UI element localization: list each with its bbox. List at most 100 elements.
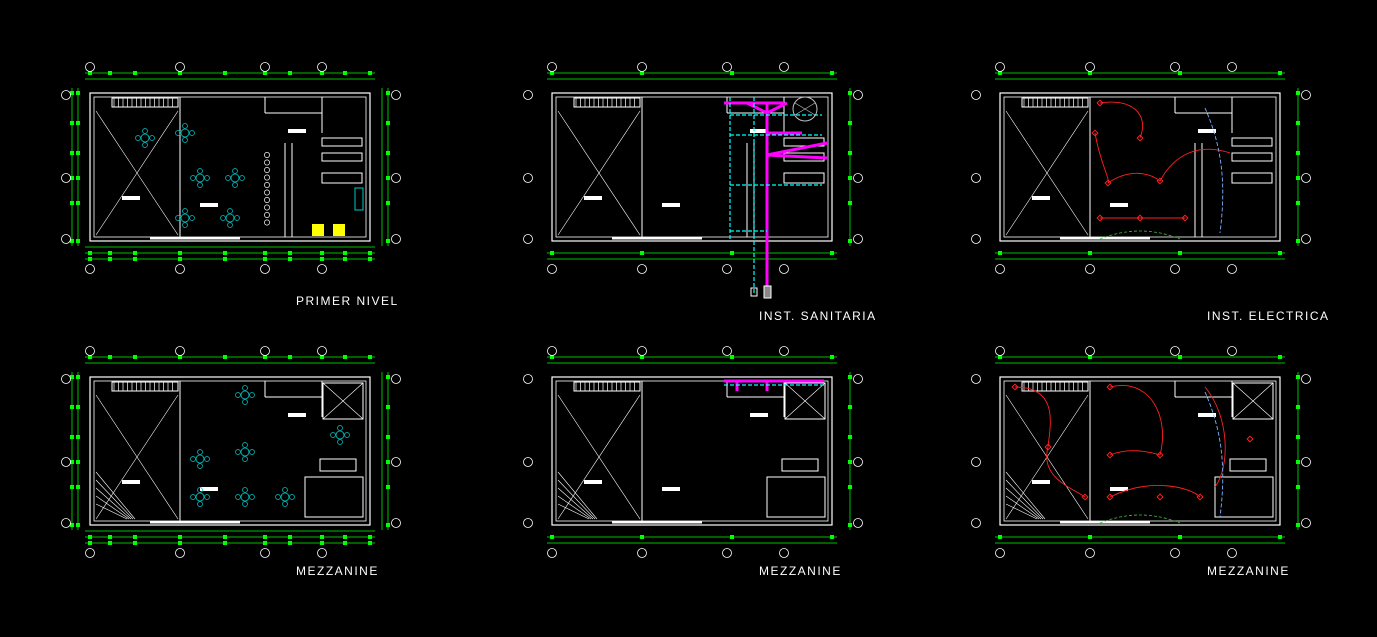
grid-bubble xyxy=(61,173,71,183)
grid-bubble xyxy=(971,234,981,244)
room-tag xyxy=(200,487,218,491)
furniture-tables xyxy=(190,385,350,507)
dimension-lines xyxy=(70,355,390,545)
room-tag xyxy=(584,480,602,484)
grid-bubble xyxy=(523,173,533,183)
grid-bubble xyxy=(260,346,270,356)
room-tag xyxy=(1110,487,1128,491)
chair xyxy=(182,123,188,129)
grid-bubble xyxy=(995,548,1005,558)
chair xyxy=(227,208,233,214)
bar-stool xyxy=(264,197,270,203)
grid-bubble xyxy=(853,457,863,467)
circuit xyxy=(1159,148,1231,182)
furniture-tables xyxy=(135,123,364,236)
grid-bubble xyxy=(391,518,401,528)
grid-bubble xyxy=(61,457,71,467)
room-tag xyxy=(288,129,306,133)
chair xyxy=(197,182,203,188)
grid-bubble xyxy=(1227,346,1237,356)
chair xyxy=(175,215,181,221)
light-point xyxy=(1246,435,1254,443)
table xyxy=(195,454,205,464)
grid-bubble xyxy=(637,346,647,356)
floor-plan-mezzanine-san xyxy=(523,346,863,558)
chair xyxy=(242,399,248,405)
chair xyxy=(189,215,195,221)
walls xyxy=(551,92,833,242)
walls xyxy=(89,376,371,526)
circuit xyxy=(1204,386,1226,488)
grid-bubble xyxy=(995,264,1005,274)
grid-bubble xyxy=(779,346,789,356)
table xyxy=(280,492,290,502)
grid-bubble xyxy=(971,90,981,100)
dimension-lines xyxy=(547,71,852,260)
grid-bubble xyxy=(547,346,557,356)
grid-bubble xyxy=(1170,346,1180,356)
grid-bubble xyxy=(175,346,185,356)
bar-stool xyxy=(264,219,270,226)
circuit xyxy=(1109,385,1163,456)
table xyxy=(240,390,250,400)
grid-bubble xyxy=(260,548,270,558)
table xyxy=(335,430,345,440)
chair xyxy=(190,175,196,181)
light-point xyxy=(1096,99,1104,107)
grid-bubble xyxy=(175,62,185,72)
dimension-lines xyxy=(995,355,1300,544)
chair xyxy=(197,501,203,507)
grid-bubble xyxy=(85,264,95,274)
chair xyxy=(337,425,343,431)
staircase xyxy=(111,381,179,392)
threshold xyxy=(612,521,702,524)
chair xyxy=(242,385,248,391)
chair xyxy=(232,168,238,174)
staircase xyxy=(573,381,641,392)
grid-bubble xyxy=(523,374,533,384)
floor-plan-mezzanine-arq xyxy=(61,346,401,558)
grid-bubble xyxy=(1301,374,1311,384)
grid-bubble xyxy=(547,548,557,558)
dimension-lines xyxy=(547,355,852,544)
room-tag xyxy=(1198,129,1216,133)
light-point xyxy=(1106,383,1114,391)
bar-stool xyxy=(264,167,270,173)
chair xyxy=(289,494,295,500)
chair xyxy=(242,456,248,462)
chair xyxy=(275,494,281,500)
table xyxy=(230,173,240,183)
sanitary-network xyxy=(724,379,824,391)
return-line xyxy=(1204,391,1224,518)
chair xyxy=(142,128,148,134)
water-tank xyxy=(792,96,818,122)
light-point xyxy=(1104,179,1112,187)
chair xyxy=(249,392,255,398)
sheet-title-mezzanine-arq: MEZZANINE xyxy=(296,564,379,578)
grid-bubble xyxy=(1301,518,1311,528)
sheet-title-inst-electrica: INST. ELECTRICA xyxy=(1207,309,1330,323)
grid-bubble xyxy=(85,346,95,356)
table xyxy=(225,213,235,223)
chair xyxy=(142,142,148,148)
floor-plan-primer-nivel xyxy=(61,62,401,274)
grid-bubble xyxy=(722,548,732,558)
grid-bubble xyxy=(1170,264,1180,274)
light-point xyxy=(1011,383,1019,391)
highlight-equipment xyxy=(312,224,324,236)
light-point xyxy=(1091,129,1099,137)
grid-bubble xyxy=(722,62,732,72)
outlet-box xyxy=(750,287,758,297)
grid-bubble xyxy=(1227,62,1237,72)
grid-bubble xyxy=(971,457,981,467)
dimension-lines xyxy=(995,71,1300,260)
room-tag xyxy=(122,480,140,484)
chair xyxy=(235,392,241,398)
sheet-title-primer-nivel: PRIMER NIVEL xyxy=(296,294,399,308)
room-tag xyxy=(662,203,680,207)
chair xyxy=(175,130,181,136)
grid-bubble xyxy=(61,234,71,244)
chair xyxy=(182,208,188,214)
chair xyxy=(235,449,241,455)
room-tag xyxy=(288,413,306,417)
